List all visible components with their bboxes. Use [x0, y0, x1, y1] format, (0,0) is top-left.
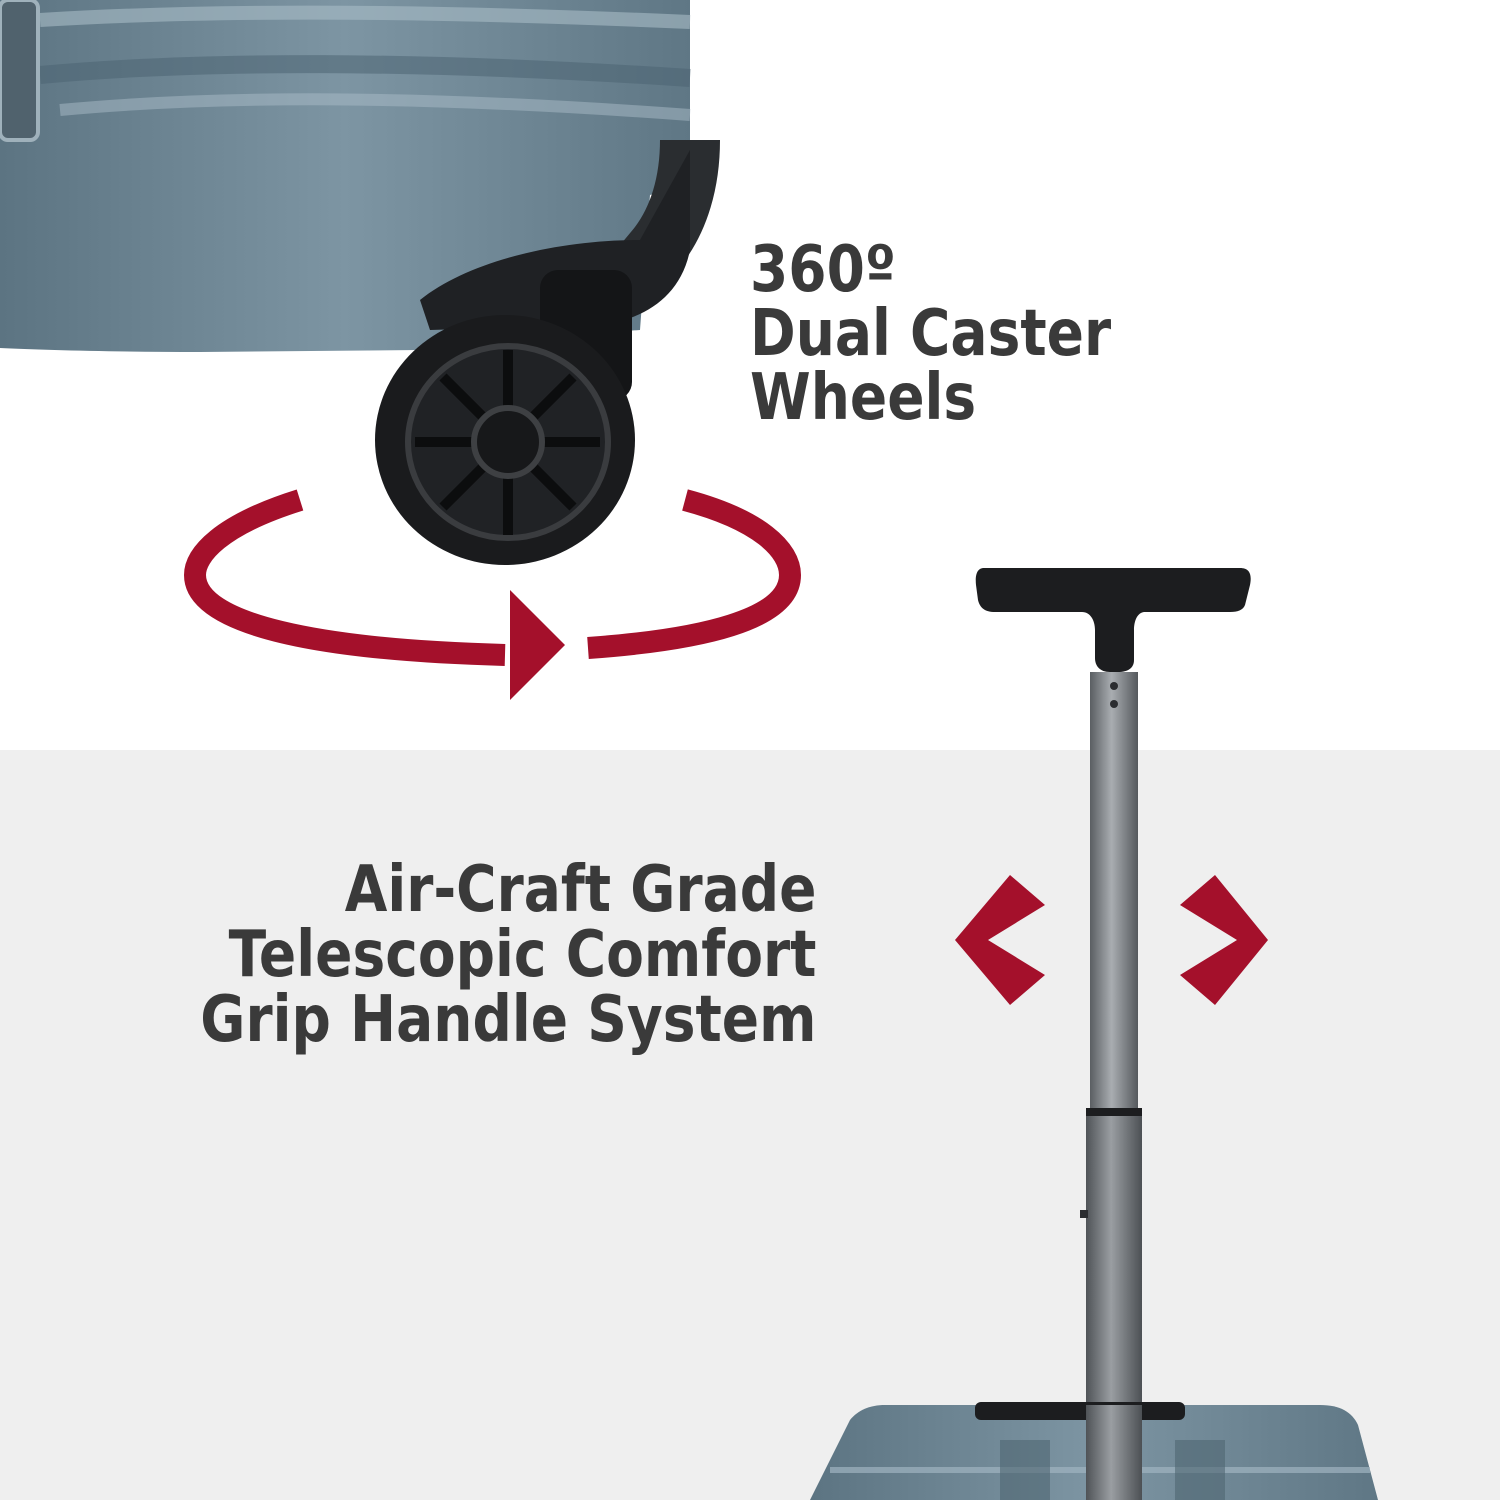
wheels-caption-line: Dual Caster	[750, 297, 1112, 371]
wheels-caption-line: Wheels	[750, 361, 977, 435]
telescopic-handle	[975, 568, 1251, 1500]
expand-arrows-icon	[955, 875, 1268, 1005]
handle-caption-line: Air-Craft Grade	[344, 853, 816, 927]
suitcase-shell-bottom	[810, 1402, 1378, 1500]
suitcase-shell-top	[0, 0, 720, 352]
wheels-caption-line: 360º	[750, 233, 896, 307]
rotation-arrow-icon	[183, 489, 802, 700]
caster-wheel-icon	[375, 270, 635, 565]
handle-caption-line: Telescopic Comfort	[228, 918, 816, 992]
lower-background-panel	[0, 750, 1500, 1500]
wheels-feature-caption: 360º Dual Caster Wheels	[750, 238, 1111, 430]
handle-feature-caption: Air-Craft Grade Telescopic Comfort Grip …	[200, 858, 816, 1053]
handle-caption-line: Grip Handle System	[199, 983, 816, 1057]
